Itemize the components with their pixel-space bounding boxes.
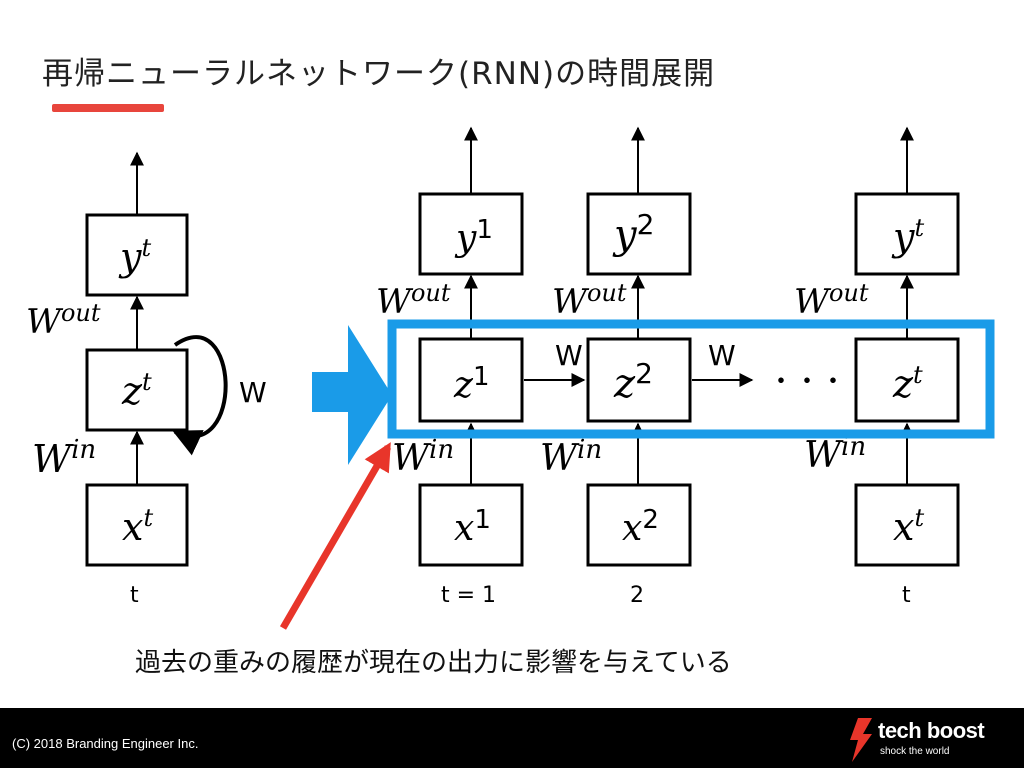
input-node <box>418 483 524 567</box>
unrolled-column-1: y1 Wout z1 Win x1 t = 1 <box>376 126 524 608</box>
unrolled-column-t: yt Wout zt Win xt t <box>794 126 960 608</box>
brand-logo: tech boost shock the world <box>848 716 1008 762</box>
output-node <box>85 213 189 297</box>
w-out-label: Wout <box>794 279 869 322</box>
recurrent-weight-label: W <box>239 376 267 409</box>
footer: (C) 2018 Branding Engineer Inc. tech boo… <box>0 708 1024 768</box>
output-node-label: y2 <box>612 208 654 258</box>
recurrent-loop-arrow <box>172 335 228 456</box>
output-node-label: y1 <box>454 215 493 259</box>
annotation-arrow <box>279 442 392 630</box>
hidden-node-label: zt <box>892 361 923 406</box>
unroll-arrow <box>312 325 392 465</box>
hidden-layer-highlight <box>387 319 995 439</box>
time-label: 2 <box>630 583 644 608</box>
lightning-bolt-icon <box>850 718 872 762</box>
output-node-label: yt <box>118 234 151 279</box>
w-out-label: Wout <box>26 299 101 342</box>
input-node-label: x1 <box>454 505 491 549</box>
w-out-label: Wout <box>552 279 627 322</box>
input-node <box>854 483 960 567</box>
title-underline <box>52 104 164 112</box>
w-out-label: Wout <box>376 279 451 322</box>
time-label: t = 1 <box>441 583 496 608</box>
input-node-label: x2 <box>622 505 659 549</box>
w-in-label: Win <box>540 435 602 479</box>
folded-time-label: t <box>130 583 139 608</box>
hidden-node-label: z2 <box>613 357 653 407</box>
input-node-label: xt <box>893 504 924 549</box>
hidden-node-label: z1 <box>453 362 490 406</box>
w-in-label: Win <box>392 435 454 479</box>
output-node <box>418 192 524 276</box>
hidden-node <box>854 337 960 423</box>
ellipsis: ・・・ <box>768 367 846 397</box>
hidden-node <box>586 337 692 423</box>
brand-name: tech boost <box>878 718 985 743</box>
input-node <box>85 483 189 567</box>
time-label: t <box>902 583 911 608</box>
slide-title: 再帰ニューラルネットワーク(RNN)の時間展開 <box>42 56 716 92</box>
recurrent-weight-label: W <box>555 339 583 372</box>
rnn-diagram: yt Wout zt W Win xt t y1 Wout z1 Win x1 … <box>26 126 995 630</box>
hidden-node <box>418 337 524 423</box>
output-node <box>854 192 960 276</box>
hidden-node-label: zt <box>121 368 152 413</box>
input-node <box>586 483 692 567</box>
output-node-label: yt <box>891 214 924 259</box>
w-in-label: Win <box>804 432 866 476</box>
copyright: (C) 2018 Branding Engineer Inc. <box>12 736 199 751</box>
brand-tagline: shock the world <box>880 746 950 757</box>
folded-rnn: yt Wout zt W Win xt t <box>26 151 267 608</box>
input-node-label: xt <box>122 504 153 549</box>
output-node <box>586 192 692 276</box>
w-in-label: Win <box>32 435 96 481</box>
hidden-node <box>85 348 189 432</box>
recurrent-weight-label: W <box>708 339 736 372</box>
unrolled-column-2: y2 Wout z2 Win x2 2 <box>540 126 692 608</box>
caption: 過去の重みの履歴が現在の出力に影響を与えている <box>135 648 732 678</box>
